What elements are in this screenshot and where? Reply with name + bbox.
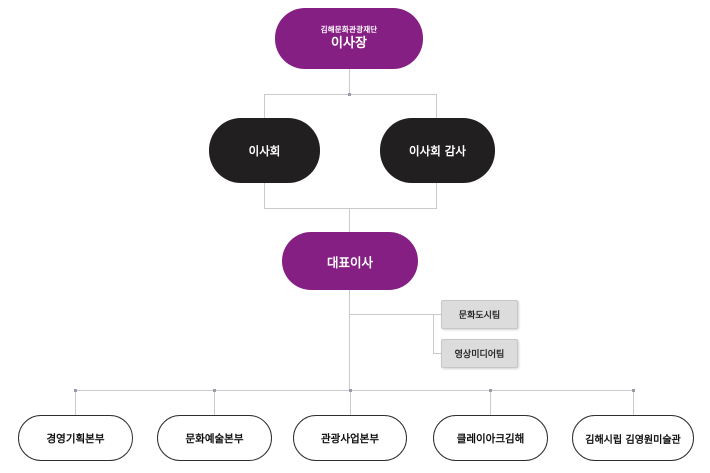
connector-line: [75, 390, 76, 415]
division-label: 문화예술본부: [185, 432, 244, 445]
connector-line: [264, 94, 265, 118]
connector-junction-dot: [213, 389, 216, 392]
node-division-management-planning: 경영기획본부: [18, 415, 133, 461]
division-label: 김해시립 김영원미술관: [585, 434, 681, 446]
node-division-tourism-business: 관광사업본부: [293, 415, 407, 461]
node-ceo: 대표이사: [282, 232, 418, 290]
connector-junction-dot: [74, 389, 77, 392]
connector-line: [349, 290, 350, 390]
connector-line: [433, 353, 441, 354]
connector-junction-dot: [489, 389, 492, 392]
connector-line: [349, 69, 350, 94]
node-division-culture-arts: 문화예술본부: [157, 415, 272, 461]
connector-line: [490, 390, 491, 415]
division-label: 경영기획본부: [46, 432, 105, 445]
connector-junction-dot: [349, 389, 352, 392]
node-team-culture-city: 문화도시팀: [441, 300, 518, 329]
team-label: 문화도시팀: [458, 311, 501, 321]
connector-line: [264, 208, 437, 209]
connector-line: [436, 183, 437, 208]
board-audit-label: 이사회 감사: [409, 143, 466, 158]
node-board-audit: 이사회 감사: [380, 118, 495, 183]
division-label: 클레이아크김해: [456, 432, 525, 445]
node-chairman: 김해문화관광재단 이사장: [275, 8, 423, 69]
connector-line: [350, 390, 351, 415]
chairman-title: 이사장: [331, 36, 367, 51]
node-division-kim-young-won-museum: 김해시립 김영원미술관: [572, 415, 694, 461]
chairman-org-name: 김해문화관광재단: [320, 25, 378, 34]
connector-line: [214, 390, 215, 415]
connector-line: [349, 208, 350, 232]
connector-line: [75, 390, 633, 391]
connector-line: [633, 390, 634, 415]
connector-junction-dot: [632, 389, 635, 392]
connector-line: [264, 183, 265, 208]
board-label: 이사회: [248, 143, 281, 158]
node-division-clayarch-gimhae: 클레이아크김해: [433, 415, 548, 461]
team-label: 영상미디어팀: [454, 350, 505, 360]
connector-line: [349, 314, 441, 315]
node-team-video-media: 영상미디어팀: [441, 339, 518, 368]
connector-line: [433, 314, 434, 353]
connector-junction-dot: [348, 93, 351, 96]
ceo-label: 대표이사: [326, 254, 373, 270]
connector-line: [436, 94, 437, 118]
division-label: 관광사업본부: [321, 432, 379, 445]
node-board: 이사회: [209, 118, 320, 183]
